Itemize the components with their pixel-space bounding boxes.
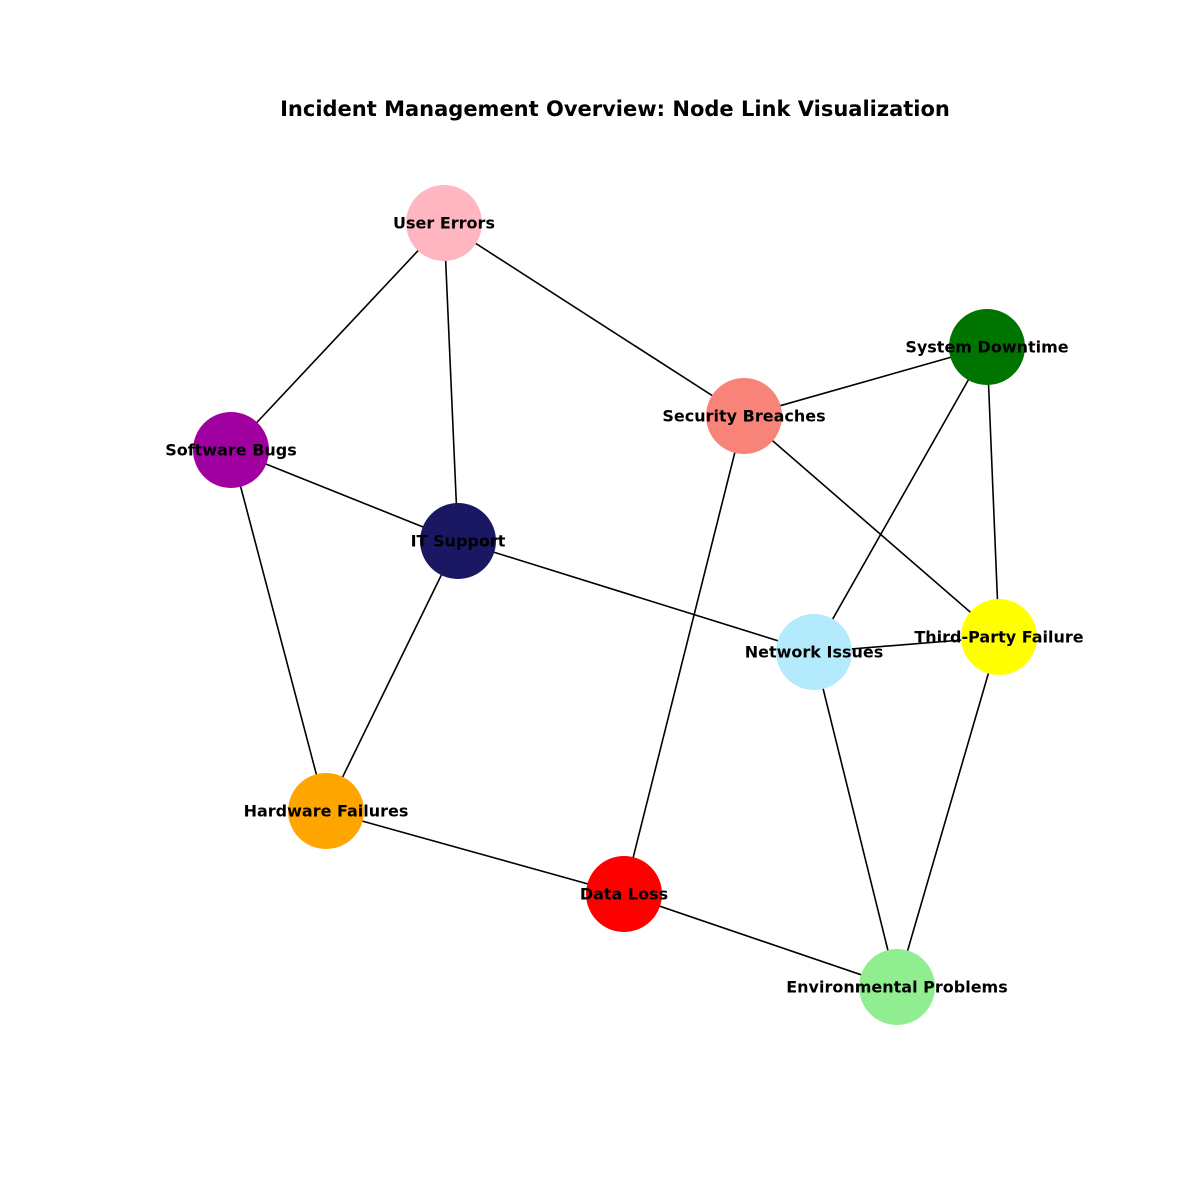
node-label-data-loss: Data Loss xyxy=(580,885,668,904)
node-circle-data-loss xyxy=(586,856,662,932)
node-third-party-failure: Third-Party Failure xyxy=(914,599,1084,675)
edge-it-support-to-network-issues xyxy=(457,540,815,653)
node-security-breaches: Security Breaches xyxy=(662,378,826,454)
node-label-environmental-problems: Environmental Problems xyxy=(786,978,1008,997)
edge-security-breaches-to-data-loss xyxy=(623,415,745,895)
edge-user-errors-to-it-support xyxy=(443,222,459,542)
node-circle-hardware-failures xyxy=(288,773,364,849)
node-label-software-bugs: Software Bugs xyxy=(165,441,297,460)
node-software-bugs: Software Bugs xyxy=(165,412,297,488)
node-circle-security-breaches xyxy=(706,378,782,454)
edge-network-issues-to-environmental-problems xyxy=(813,651,898,988)
node-network-issues: Network Issues xyxy=(745,614,884,690)
edge-user-errors-to-security-breaches xyxy=(443,222,745,417)
node-label-security-breaches: Security Breaches xyxy=(662,407,825,426)
node-circle-system-downtime xyxy=(949,309,1025,385)
node-label-user-errors: User Errors xyxy=(393,214,495,233)
edge-security-breaches-to-third-party-failure xyxy=(743,415,1000,638)
edge-software-bugs-to-it-support xyxy=(230,449,459,542)
node-label-system-downtime: System Downtime xyxy=(905,338,1068,357)
node-label-third-party-failure: Third-Party Failure xyxy=(914,628,1083,647)
edge-layer xyxy=(230,222,1000,988)
node-label-network-issues: Network Issues xyxy=(745,643,884,662)
node-circle-environmental-problems xyxy=(859,949,935,1025)
node-circle-user-errors xyxy=(406,185,482,261)
edge-system-downtime-to-third-party-failure xyxy=(986,346,1000,638)
edge-it-support-to-hardware-failures xyxy=(325,540,459,812)
node-hardware-failures: Hardware Failures xyxy=(244,773,409,849)
edge-system-downtime-to-network-issues xyxy=(813,346,988,653)
node-it-support: IT Support xyxy=(411,503,506,579)
node-circle-it-support xyxy=(420,503,496,579)
diagram-title: Incident Management Overview: Node Link … xyxy=(280,97,950,121)
node-system-downtime: System Downtime xyxy=(905,309,1069,385)
edge-security-breaches-to-system-downtime xyxy=(743,346,988,417)
node-label-hardware-failures: Hardware Failures xyxy=(244,802,409,821)
node-user-errors: User Errors xyxy=(393,185,495,261)
node-label-it-support: IT Support xyxy=(411,532,506,551)
edge-third-party-failure-to-environmental-problems xyxy=(896,636,1000,988)
node-circle-third-party-failure xyxy=(961,599,1037,675)
node-circle-network-issues xyxy=(776,614,852,690)
edge-data-loss-to-environmental-problems xyxy=(623,893,898,988)
node-data-loss: Data Loss xyxy=(580,856,668,932)
edge-software-bugs-to-hardware-failures xyxy=(230,449,327,812)
edge-user-errors-to-software-bugs xyxy=(230,222,445,451)
edge-hardware-failures-to-data-loss xyxy=(325,810,625,895)
node-circle-software-bugs xyxy=(193,412,269,488)
node-environmental-problems: Environmental Problems xyxy=(786,949,1008,1025)
